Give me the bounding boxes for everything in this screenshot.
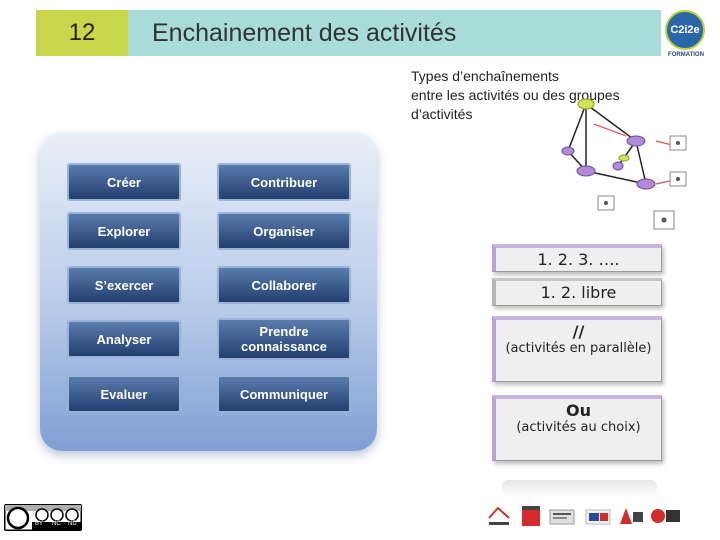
activity-explorer: Explorer (67, 212, 181, 250)
nd-icon (65, 508, 79, 522)
activity-sexercer: S’exercer (67, 266, 181, 304)
slide-title: Enchainement des activités (128, 10, 661, 56)
sequence-choice: Ou (activités au choix) (492, 395, 662, 461)
partner-logos (488, 506, 680, 526)
creative-commons-license-badge[interactable]: BY NC ND (4, 504, 82, 531)
sequence-numbered: 1. 2. 3. …. (492, 244, 662, 272)
network-node (618, 154, 630, 162)
partner-logo-cnam (620, 508, 643, 524)
network-node (612, 161, 624, 171)
partner-logo-red (522, 506, 540, 526)
logo-circle: C2i2e (665, 10, 705, 50)
activity-organiser: Organiser (217, 212, 351, 250)
partner-logo-ministere (585, 509, 611, 525)
network-node (577, 98, 595, 110)
network-arrow (567, 103, 587, 152)
network-arrow (585, 103, 637, 142)
choice-description: (activités au choix) (516, 420, 641, 435)
sequence-parallel: // (activités en parallèle) (492, 316, 662, 382)
choice-symbol: Ou (566, 401, 591, 420)
description-line: Types d’enchaînements (411, 68, 559, 84)
slide-number: 12 (36, 10, 128, 56)
partner-logo-iufm (651, 509, 680, 523)
activity-contribuer: Contribuer (217, 163, 351, 201)
activity-creer: Créer (67, 163, 181, 201)
network-link (593, 123, 627, 137)
by-icon (35, 508, 49, 522)
cc-label-nc: NC (52, 521, 61, 527)
parallel-description: (activités en parallèle) (505, 341, 652, 356)
description-line: entre les activités ou des groupes (411, 87, 620, 103)
network-arrow (585, 170, 647, 185)
cc-icon (6, 506, 30, 530)
network-arrow (635, 140, 647, 185)
network-node (576, 165, 596, 177)
network-node (636, 178, 656, 190)
partner-logo-universite (549, 509, 575, 525)
activity-communiquer: Communiquer (217, 375, 351, 413)
description-line: d’activités (411, 106, 473, 122)
decorative-shadow-bar (502, 480, 657, 496)
nc-icon (50, 508, 64, 522)
cc-label-by: BY (35, 521, 44, 527)
cc-label-nd: ND (68, 521, 77, 527)
activity-prendre-connaissance: Prendre connaissance (217, 318, 351, 360)
logo-caption: FORMATION (668, 52, 704, 58)
activity-collaborer: Collaborer (217, 266, 351, 304)
activity-evaluer: Evaluer (67, 375, 181, 413)
sequence-free: 1. 2. libre (492, 278, 662, 306)
description-text: Types d’enchaînements entre les activité… (411, 67, 671, 124)
cc-icons (4, 504, 82, 531)
parallel-symbol: // (572, 322, 585, 341)
c2i2e-logo: C2i2e FORMATION (662, 10, 710, 62)
network-node (561, 146, 575, 156)
partner-logo-upmf (488, 506, 510, 525)
activity-network-diagram (561, 98, 687, 230)
activity-analyser: Analyser (67, 320, 181, 358)
network-node (626, 135, 646, 147)
